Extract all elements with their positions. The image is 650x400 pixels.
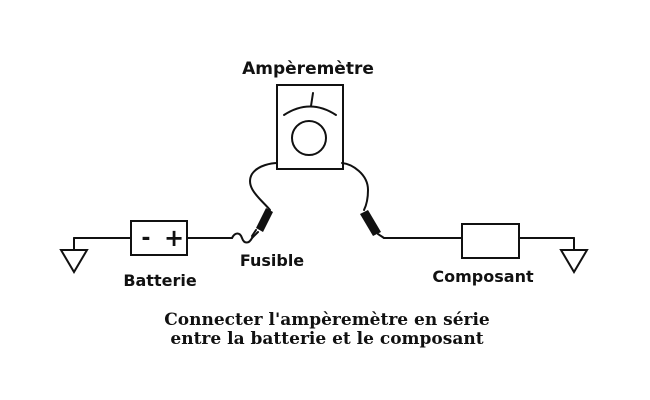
battery-plus-sign: + [164, 224, 184, 252]
wire-fuse-probe [251, 231, 259, 239]
ammeter-label: Ampèremètre [242, 59, 374, 79]
right-ground-symbol [559, 237, 589, 274]
component-label: Composant [432, 267, 534, 286]
right-probe-lead [341, 162, 370, 211]
left-probe-clip [251, 208, 273, 237]
component [461, 223, 520, 259]
right-probe-clip [360, 210, 385, 239]
battery-minus-sign: - [141, 226, 150, 251]
left-ground-symbol [59, 237, 89, 274]
fuse-symbol [231, 232, 253, 244]
fuse-label: Fusible [240, 251, 304, 270]
caption-line-1: Connecter l'ampèremètre en série [164, 310, 490, 330]
caption-line-2: entre la batterie et le composant [170, 329, 483, 349]
left-probe-lead [249, 162, 279, 211]
ammeter [276, 84, 344, 170]
battery-label: Batterie [123, 271, 197, 290]
battery: - + [130, 220, 188, 256]
